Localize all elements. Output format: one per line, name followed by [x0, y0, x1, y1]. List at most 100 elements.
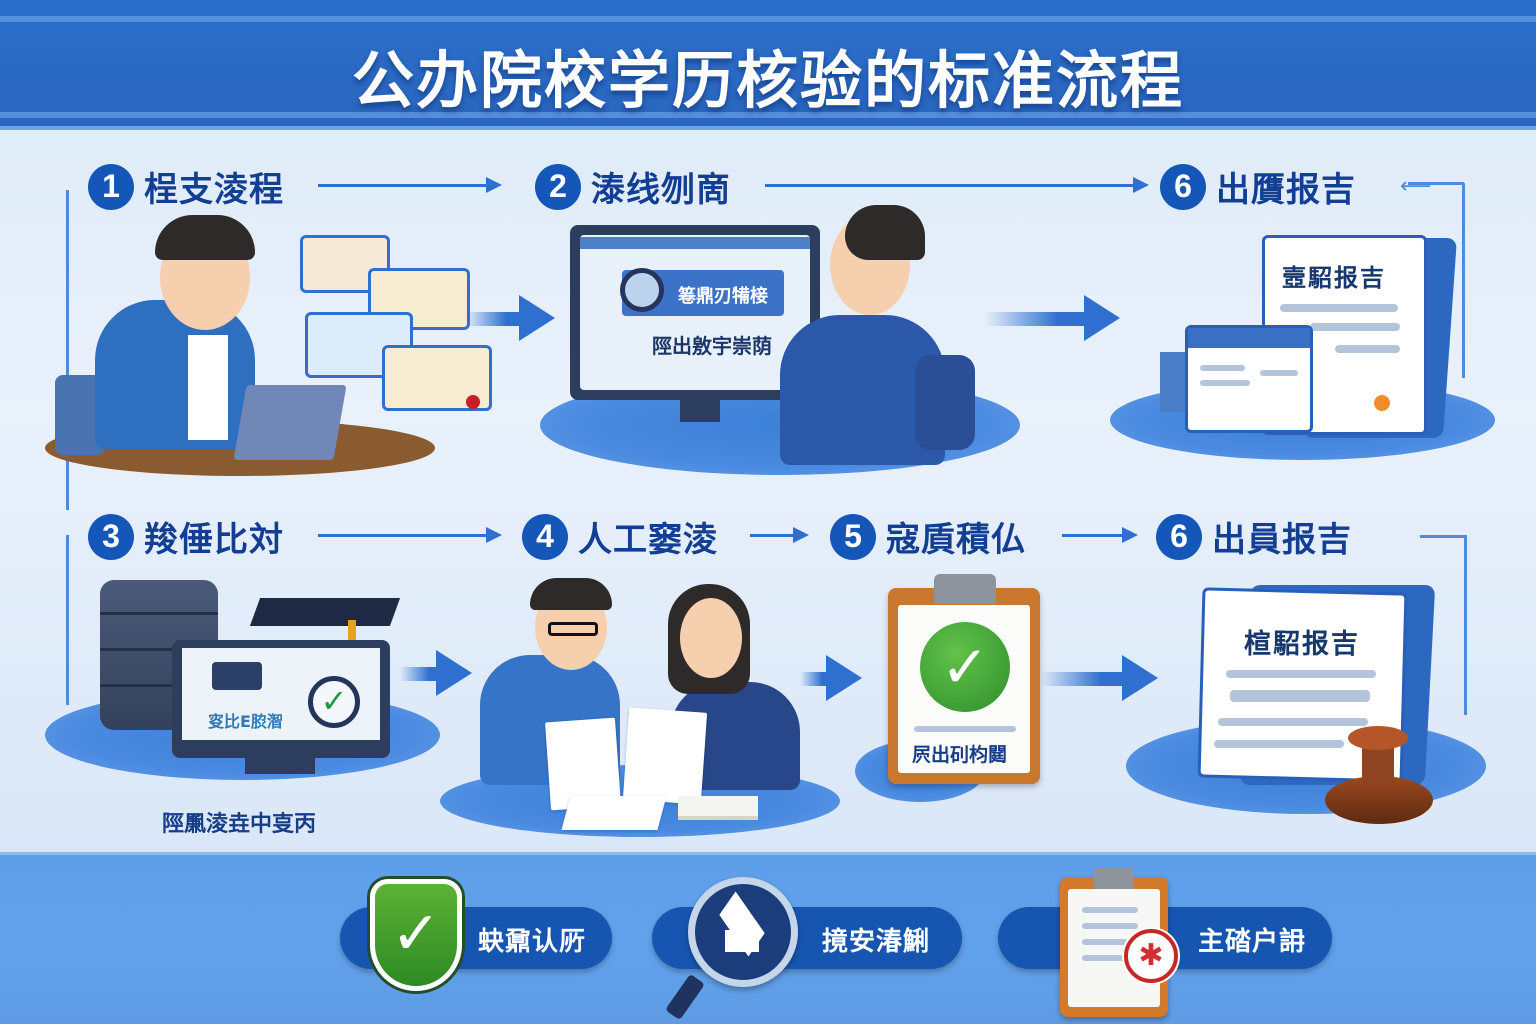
flow-arrow: [400, 650, 472, 696]
step-3-label: 3 羧倕比対: [88, 512, 284, 561]
connector-line: [1462, 183, 1465, 378]
person-hair: [845, 205, 925, 260]
clipboard-clip: [1094, 867, 1134, 889]
check-circle-icon: ✓: [920, 622, 1010, 712]
person-shirt: [95, 300, 255, 450]
flow-arrow: [318, 177, 502, 193]
seal-dot: [1374, 395, 1390, 411]
step-title: 出贋报吉: [1216, 170, 1356, 210]
graduation-cap-icon: [249, 598, 401, 626]
banner-stripe: [0, 112, 1536, 118]
text-line: [1082, 907, 1138, 913]
text-line: [1082, 923, 1138, 929]
text-line: [1214, 740, 1344, 748]
arrow-left-icon: ⟵: [1400, 174, 1432, 199]
search-label: 箞鼎刃犕椄: [678, 286, 768, 307]
badge-label: 蚗鼐认𠩄: [478, 927, 587, 957]
person-head: [680, 598, 742, 678]
text-line: [1082, 955, 1124, 961]
text-line: [1260, 370, 1298, 376]
cap-body: [725, 930, 759, 952]
monitor-stand: [245, 758, 315, 774]
graduation-cap-icon: [212, 662, 262, 690]
badge-label: 主䂿户䛁: [1198, 927, 1307, 957]
text-line: [914, 726, 1016, 732]
connector-line: [1408, 182, 1464, 185]
step-number-badge: 5: [830, 513, 876, 560]
report-title: 壼駋报吉: [1282, 264, 1386, 292]
step-title: 羧倕比対: [144, 520, 284, 560]
text-line: [1226, 670, 1376, 678]
step-6-bottom-label: 6 出員报吉: [1156, 512, 1352, 561]
form-header: [1188, 328, 1310, 348]
shield-check-icon: ✓: [370, 879, 462, 991]
laptop-icon: [233, 385, 347, 460]
step-title: 寇貭積仏: [886, 520, 1026, 560]
connector-line: [66, 535, 69, 705]
database-ring: [100, 648, 218, 651]
chair: [915, 355, 975, 450]
step-1-label: 1 桯支淩程: [88, 162, 284, 211]
step-number-badge: 6: [1156, 513, 1202, 560]
flow-arrow: [1040, 655, 1158, 701]
text-line: [1082, 939, 1128, 945]
clipboard-seal-icon: ✱: [1060, 867, 1178, 1017]
step-3-caption: 陘凲淩垚中㕝丙: [162, 812, 317, 837]
text-line: [1218, 718, 1368, 726]
step-number-badge: 4: [522, 513, 568, 560]
browser-bar: [580, 237, 810, 249]
flow-arrow: [1062, 527, 1138, 543]
connector-line: [1420, 535, 1464, 538]
red-seal-icon: ✱: [1124, 929, 1178, 983]
step-number-badge: 1: [88, 163, 134, 210]
screen-label: 叜比E䏮潪: [208, 712, 283, 731]
person-tshirt: [188, 335, 228, 440]
flow-arrow: [318, 527, 502, 543]
badge-label: 摬安湷鯏: [822, 927, 931, 957]
step-title: 溙线刎啇: [591, 170, 731, 210]
step-number-badge: 3: [88, 513, 134, 560]
step-title: 出員报吉: [1212, 520, 1352, 560]
flow-arrow: [765, 177, 1149, 193]
text-line: [1310, 323, 1400, 331]
person-hair: [530, 578, 612, 610]
monitor-stand: [680, 400, 720, 422]
magnifier-handle: [665, 973, 705, 1021]
magnifier-icon: [620, 268, 664, 312]
flow-arrow: [750, 527, 809, 543]
page-title: 公办院校学历核验的标准流程: [351, 44, 1184, 117]
banner-stripe: [0, 16, 1536, 22]
text-line: [1200, 380, 1250, 386]
check-magnifier-icon: ✓: [308, 676, 360, 728]
title-banner: 公办院校学历核验的标准流程: [0, 0, 1536, 130]
report-title: 楦駋报吉: [1244, 629, 1360, 660]
text-line: [1230, 690, 1370, 702]
step-6-top-label: 6 出贋报吉: [1160, 162, 1356, 211]
stamp-top: [1348, 726, 1408, 750]
step-number-badge: 6: [1160, 163, 1206, 210]
step-number-badge: 2: [535, 163, 581, 210]
clipboard-label: 屄出矵枃閮: [912, 744, 1008, 766]
graduation-search-icon: [688, 877, 798, 987]
flow-arrow: [985, 295, 1120, 341]
connector-line: [66, 190, 69, 510]
flow-arrow: [800, 655, 862, 701]
clipboard-clip: [934, 574, 996, 604]
step-title: 桯支淩程: [144, 170, 284, 210]
paper-document: [561, 796, 667, 830]
paper-document: [622, 707, 708, 805]
text-line: [1335, 345, 1400, 353]
glasses-icon: [548, 622, 598, 636]
text-line: [1200, 365, 1245, 371]
screen-sub-label: 陘出敫宇崇荫: [652, 334, 772, 358]
flow-arrow: [465, 295, 555, 341]
text-line: [1280, 304, 1398, 312]
step-title: 人工窭淩: [578, 520, 718, 560]
step-2-label: 2 溙线刎啇: [535, 162, 731, 211]
step-5-label: 5 寇貭積仏: [830, 512, 1026, 561]
book-stack: [678, 796, 758, 820]
database-ring: [100, 612, 218, 615]
database-ring: [100, 684, 218, 687]
step-4-label: 4 人工窭淩: [522, 512, 718, 561]
footer-badges: 蚗鼐认𠩄 ✓ 摬安湷鯏 主䂿户䛁 ✱: [0, 852, 1536, 1024]
